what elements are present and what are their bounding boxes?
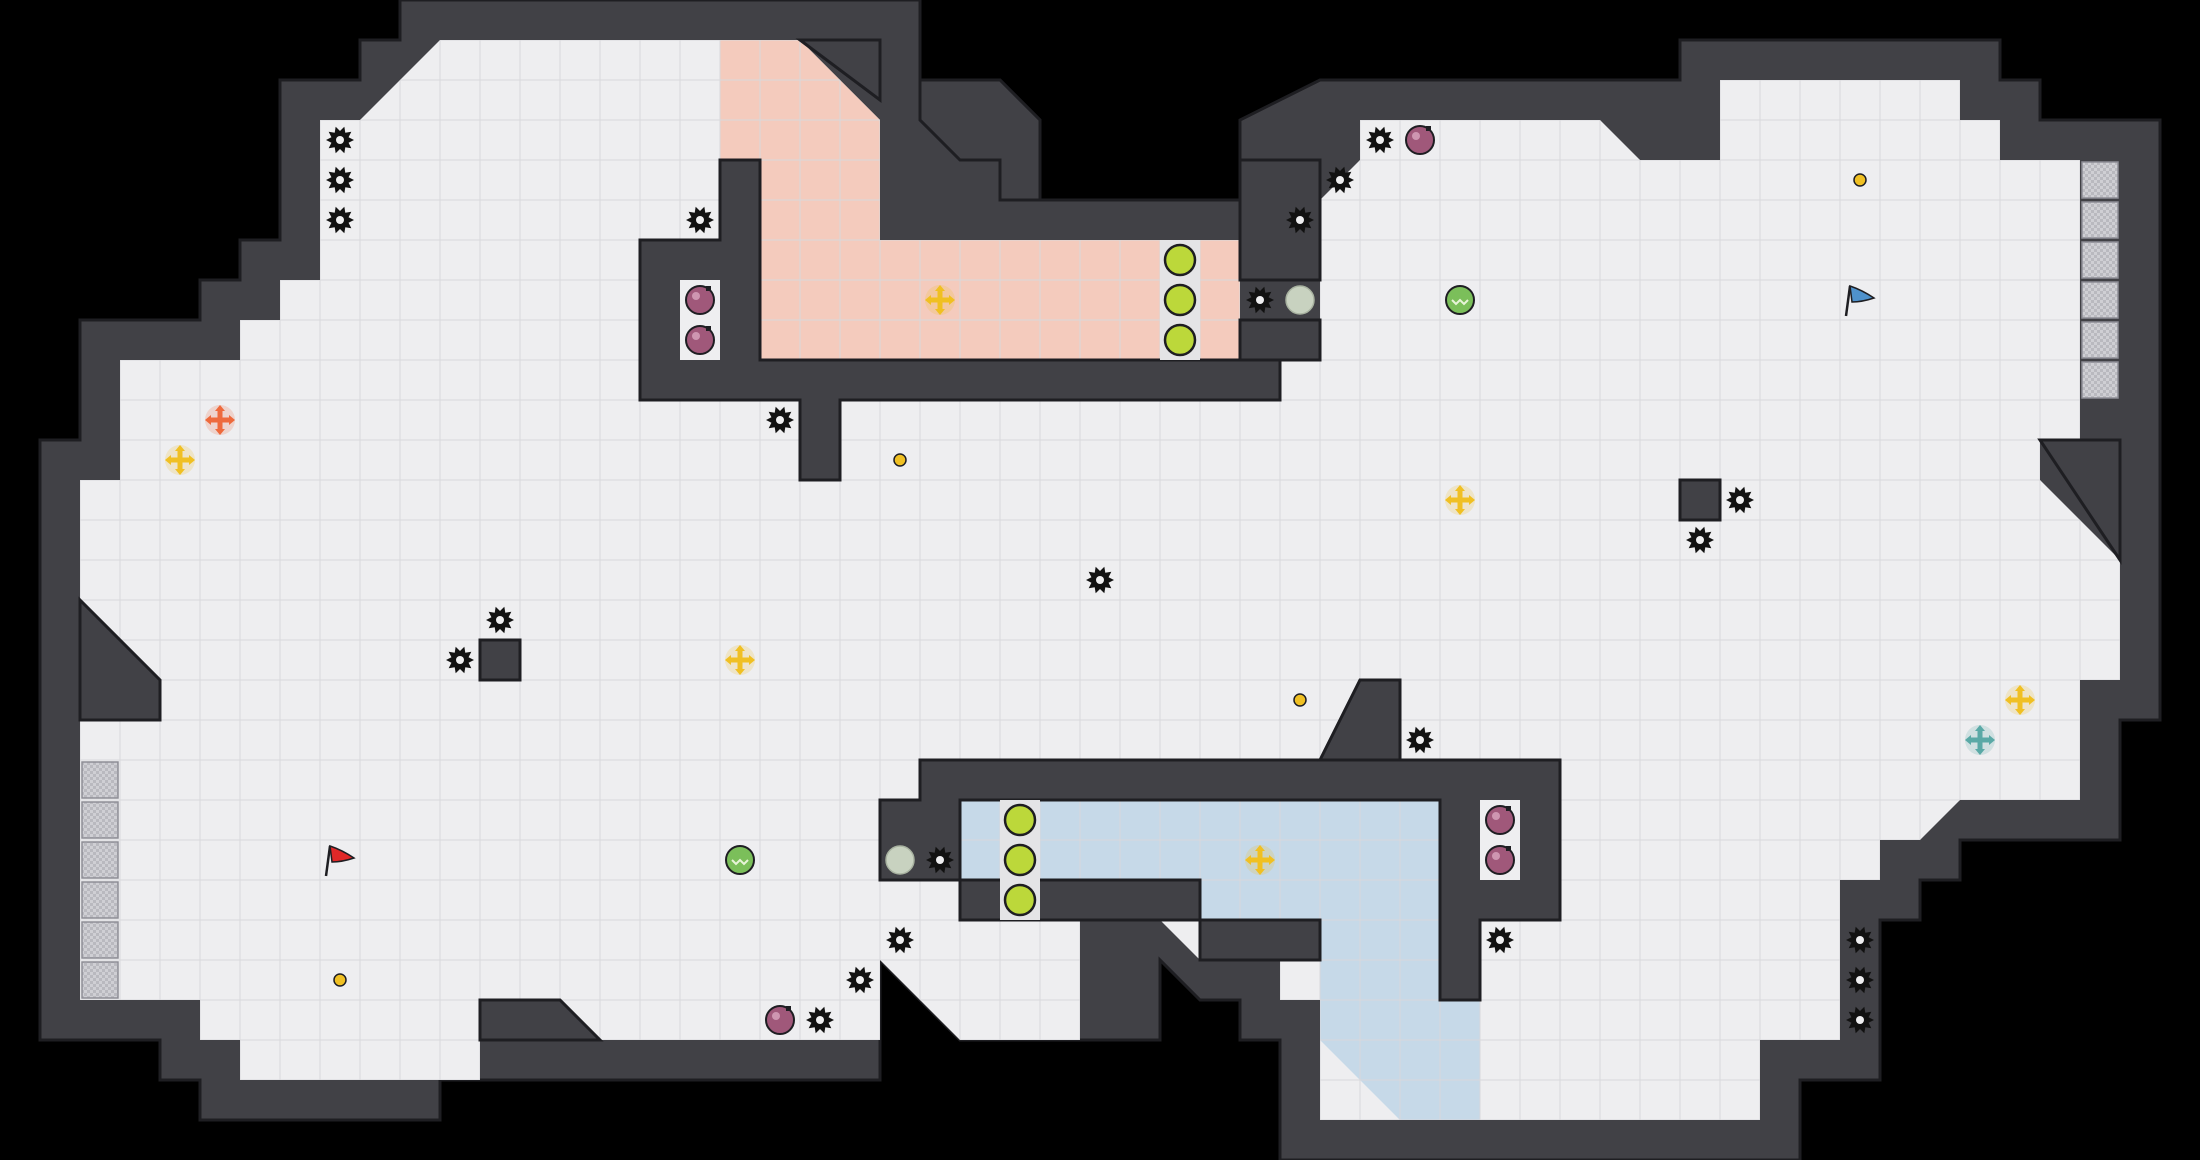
boost-icon (925, 285, 955, 315)
boost-icon (2005, 685, 2035, 715)
bomb-icon (1485, 805, 1515, 835)
spike-icon (686, 206, 714, 234)
spike-icon (766, 406, 794, 434)
pickups-layer (333, 173, 1867, 987)
red-zone (720, 40, 1240, 360)
bomb-icon (765, 1005, 795, 1035)
gate-button (1000, 800, 1040, 840)
spike-icon (806, 1006, 834, 1034)
boost-icon (1965, 725, 1995, 755)
powerup-icon (725, 845, 755, 875)
pickup-icon (1293, 693, 1307, 707)
spike-icon (326, 206, 354, 234)
pickup-icon (1853, 173, 1867, 187)
speed-pad (2081, 161, 2119, 399)
spike-icon (326, 166, 354, 194)
speed-pads (81, 161, 2119, 999)
red-flag-icon[interactable] (324, 844, 356, 877)
boost-icon (725, 645, 755, 675)
spike-icon (1326, 166, 1354, 194)
gate-button (1000, 880, 1040, 920)
boost-icon (1445, 485, 1475, 515)
bombs-layer (685, 125, 1515, 1035)
pickup-icon (333, 973, 347, 987)
boost-icon (165, 445, 195, 475)
bomb-icon (1485, 845, 1515, 875)
gate-button (1160, 320, 1200, 360)
spike-icon (1366, 126, 1394, 154)
spike-icon (846, 966, 874, 994)
gate-switch (1285, 285, 1315, 315)
bomb-icon (1405, 125, 1435, 155)
powerups-layer (725, 285, 1475, 875)
spike-icon (1486, 926, 1514, 954)
blue-flag-icon[interactable] (1844, 284, 1876, 317)
spike-icon (886, 926, 914, 954)
spike-icon (326, 126, 354, 154)
boost-icon (205, 405, 235, 435)
gate-switch (885, 845, 915, 875)
spike-icon (446, 646, 474, 674)
spike-icon (1686, 526, 1714, 554)
spike-icon (1846, 1006, 1874, 1034)
boosts-layer (165, 285, 2035, 875)
gate-button (1160, 280, 1200, 320)
spike-icon (486, 606, 514, 634)
gate-button (1000, 840, 1040, 880)
bomb-icon (685, 325, 715, 355)
pickup-icon (893, 453, 907, 467)
flags-layer (324, 284, 1876, 877)
gates-layer (885, 285, 1315, 875)
gate-button (1160, 240, 1200, 280)
spike-icon (1286, 206, 1314, 234)
speed-pad (81, 761, 119, 999)
spikes-layer (326, 126, 1874, 1034)
spike-icon (1086, 566, 1114, 594)
spike-icon (1406, 726, 1434, 754)
boost-icon (1245, 845, 1275, 875)
spike-icon (1726, 486, 1754, 514)
spike-icon (1846, 926, 1874, 954)
bomb-icon (685, 285, 715, 315)
spike-icon (1846, 966, 1874, 994)
spike-icon (926, 846, 954, 874)
powerup-icon (1445, 285, 1475, 315)
buttons-layer (1000, 240, 1200, 920)
spike-icon (1246, 286, 1274, 314)
